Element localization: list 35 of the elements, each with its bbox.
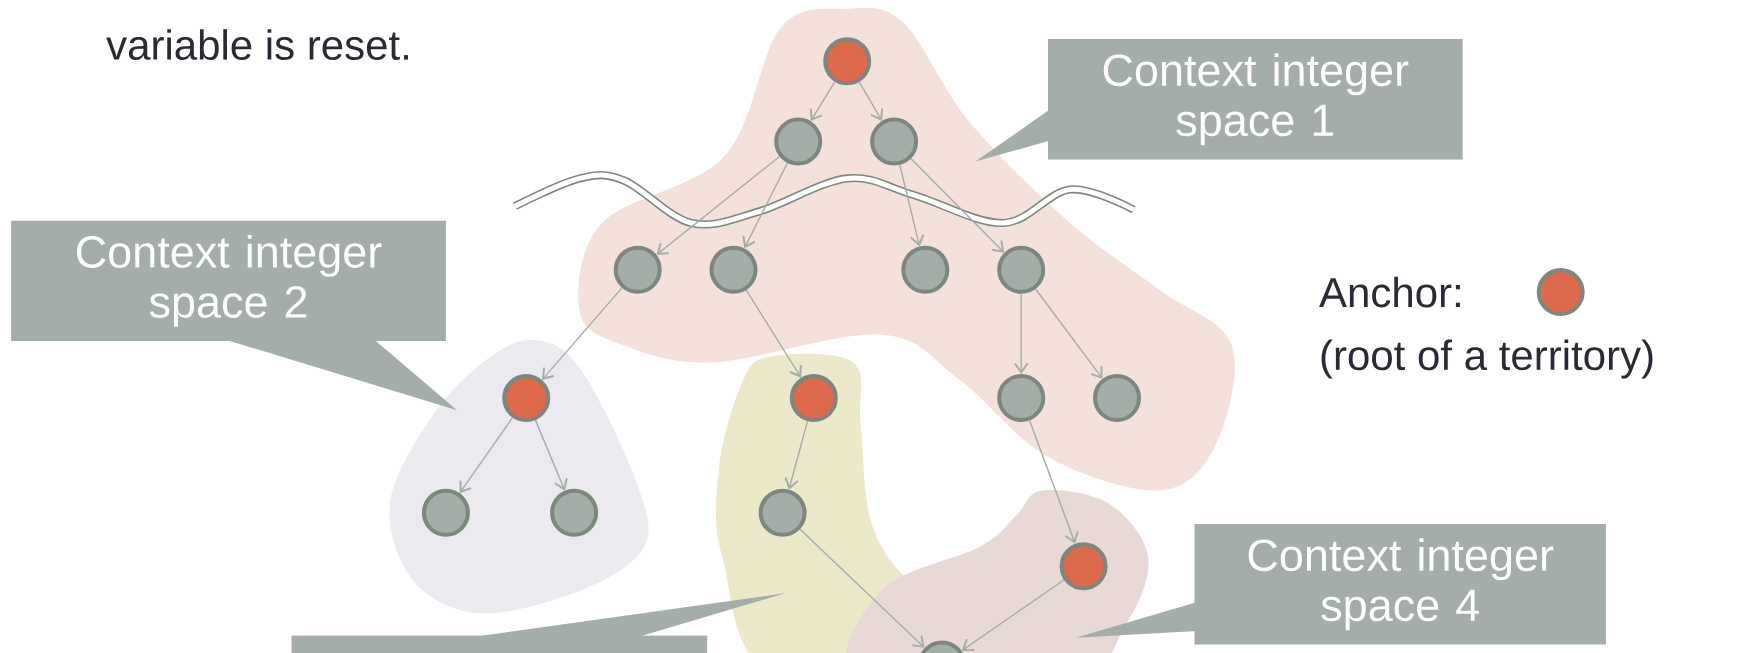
anchor-circle bbox=[1059, 542, 1108, 591]
callout-box: Context integer space 4 bbox=[1075, 524, 1606, 645]
anchor-circle bbox=[823, 37, 872, 86]
arrow bbox=[459, 416, 514, 494]
text-label: variable is reset. bbox=[106, 29, 408, 60]
arrow bbox=[1034, 288, 1103, 379]
arrow bbox=[799, 528, 925, 648]
arrow bbox=[858, 81, 884, 121]
arrow bbox=[1028, 419, 1079, 544]
arrow bbox=[534, 419, 568, 491]
arrow bbox=[656, 155, 781, 255]
tree-node-circle bbox=[997, 245, 1046, 294]
tree-node-circle bbox=[870, 117, 919, 166]
arrow bbox=[742, 162, 789, 249]
callout-box: Context integer space 1 bbox=[975, 39, 1463, 162]
arrow bbox=[784, 420, 809, 490]
callout-box bbox=[291, 593, 786, 653]
arrow bbox=[899, 164, 925, 247]
tree-node-circle bbox=[613, 245, 662, 294]
arrow bbox=[910, 157, 1005, 253]
tree-node-circle bbox=[421, 488, 470, 537]
arrow bbox=[961, 579, 1065, 651]
tree-node-circle bbox=[901, 245, 950, 294]
arrow bbox=[809, 81, 836, 122]
tree-node-circle bbox=[774, 117, 823, 166]
tree-node-circle bbox=[709, 245, 758, 294]
tree-node-circle bbox=[758, 488, 807, 537]
callout-box: Context integer space 2 bbox=[11, 220, 458, 411]
legend-label: Anchor: bbox=[1319, 276, 1460, 308]
arrow bbox=[1013, 293, 1029, 374]
tree-node-circle bbox=[918, 640, 966, 653]
tree-node-circle bbox=[550, 488, 599, 537]
arrow bbox=[745, 289, 802, 378]
arrow bbox=[541, 287, 623, 380]
text-label: (root of a territory) bbox=[1321, 339, 1653, 379]
